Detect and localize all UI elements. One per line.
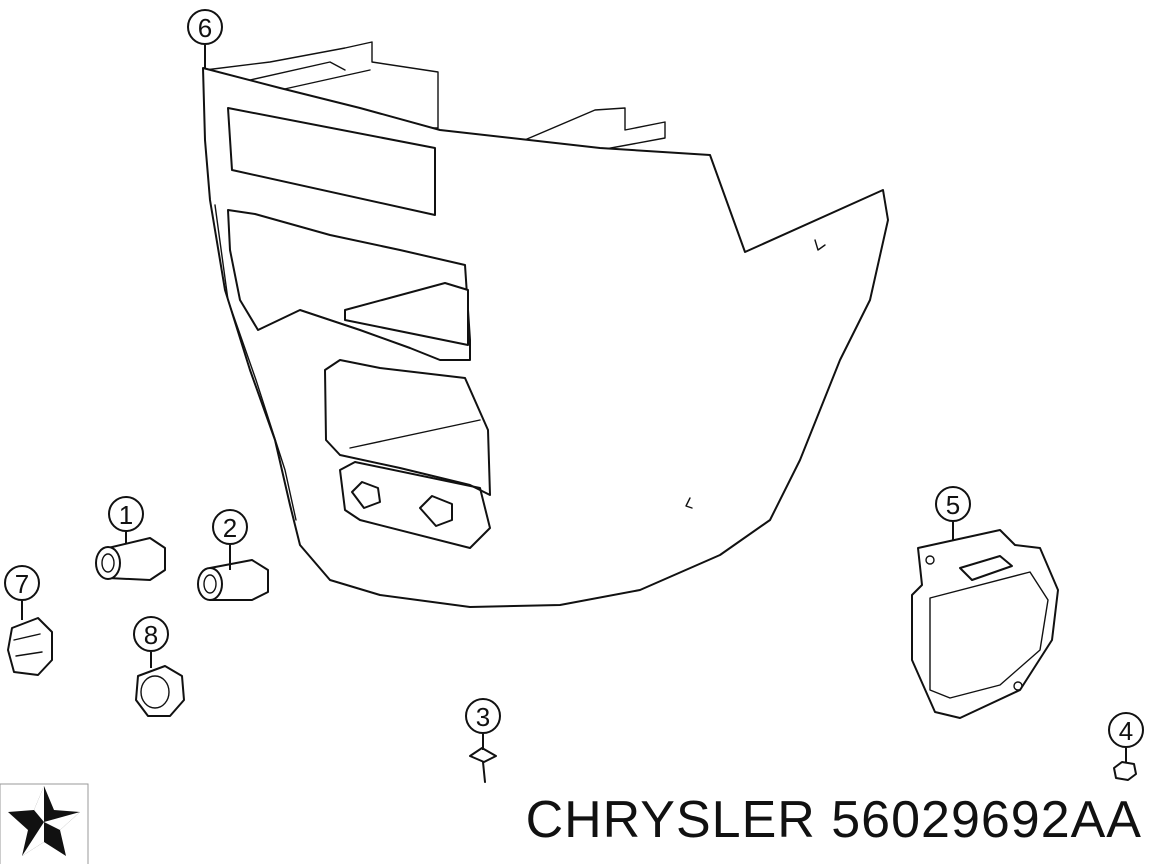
- svg-text:1: 1: [119, 500, 133, 530]
- callout-8: 8: [133, 616, 169, 668]
- svg-text:5: 5: [946, 490, 960, 520]
- brand-name: CHRYSLER: [525, 791, 816, 849]
- chrysler-pentastar-logo-icon: [0, 783, 89, 864]
- part-7-outlet: [7, 617, 53, 676]
- part-number: 56029692AA: [831, 791, 1142, 849]
- callout-6: 6: [187, 9, 223, 68]
- part-2-socket: [197, 559, 269, 601]
- part-8-outlet: [135, 665, 185, 717]
- part-5-module: [911, 529, 1059, 719]
- part-3-push-pin: [469, 747, 497, 783]
- callout-4: 4: [1108, 712, 1144, 762]
- svg-text:3: 3: [476, 702, 490, 732]
- svg-text:2: 2: [223, 513, 237, 543]
- callout-7: 7: [4, 565, 40, 620]
- instrument-panel-bezel: [202, 41, 889, 608]
- callout-3: 3: [465, 698, 501, 750]
- svg-text:7: 7: [15, 569, 29, 599]
- callout-1: 1: [108, 496, 144, 544]
- part-caption: CHRYSLER 56029692AA: [430, 790, 1142, 850]
- callout-2: 2: [212, 509, 248, 570]
- svg-text:8: 8: [144, 620, 158, 650]
- svg-text:6: 6: [198, 13, 212, 43]
- callout-5: 5: [935, 486, 971, 540]
- svg-text:4: 4: [1119, 716, 1133, 746]
- part-4-nut: [1113, 761, 1137, 781]
- part-1-socket: [95, 537, 166, 581]
